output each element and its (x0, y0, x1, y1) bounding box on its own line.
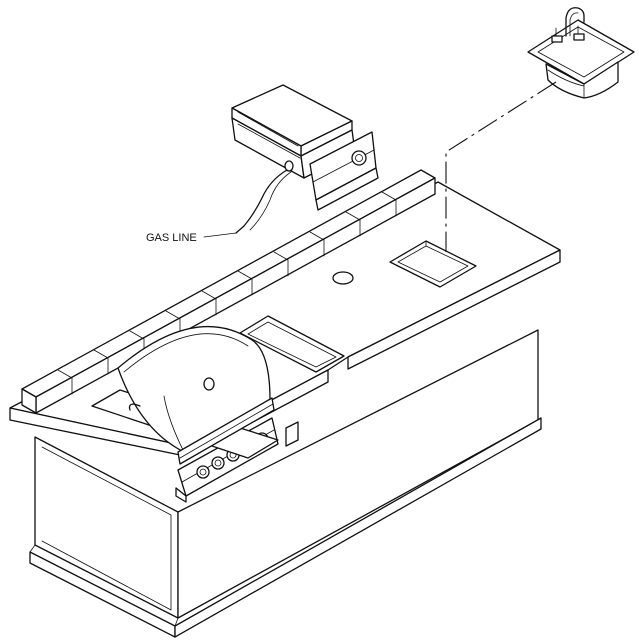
gas-line-label: GAS LINE (146, 232, 197, 244)
sink (527, 7, 635, 99)
countertop-hole (332, 271, 354, 285)
grill (91, 325, 299, 503)
grill-logo (203, 377, 215, 391)
side-burner-knob (351, 150, 367, 166)
cabinet-plinth-side (174, 417, 542, 638)
sink-faucet (551, 7, 585, 43)
side-burner-recess (239, 315, 345, 373)
sink-placement-line (445, 81, 557, 252)
gas-inlet (284, 160, 294, 172)
sink-cutout (389, 240, 477, 288)
side-burner (231, 84, 379, 211)
cabinet-base (29, 329, 542, 638)
gas-line (235, 169, 292, 234)
countertop-right-edge (347, 249, 561, 370)
